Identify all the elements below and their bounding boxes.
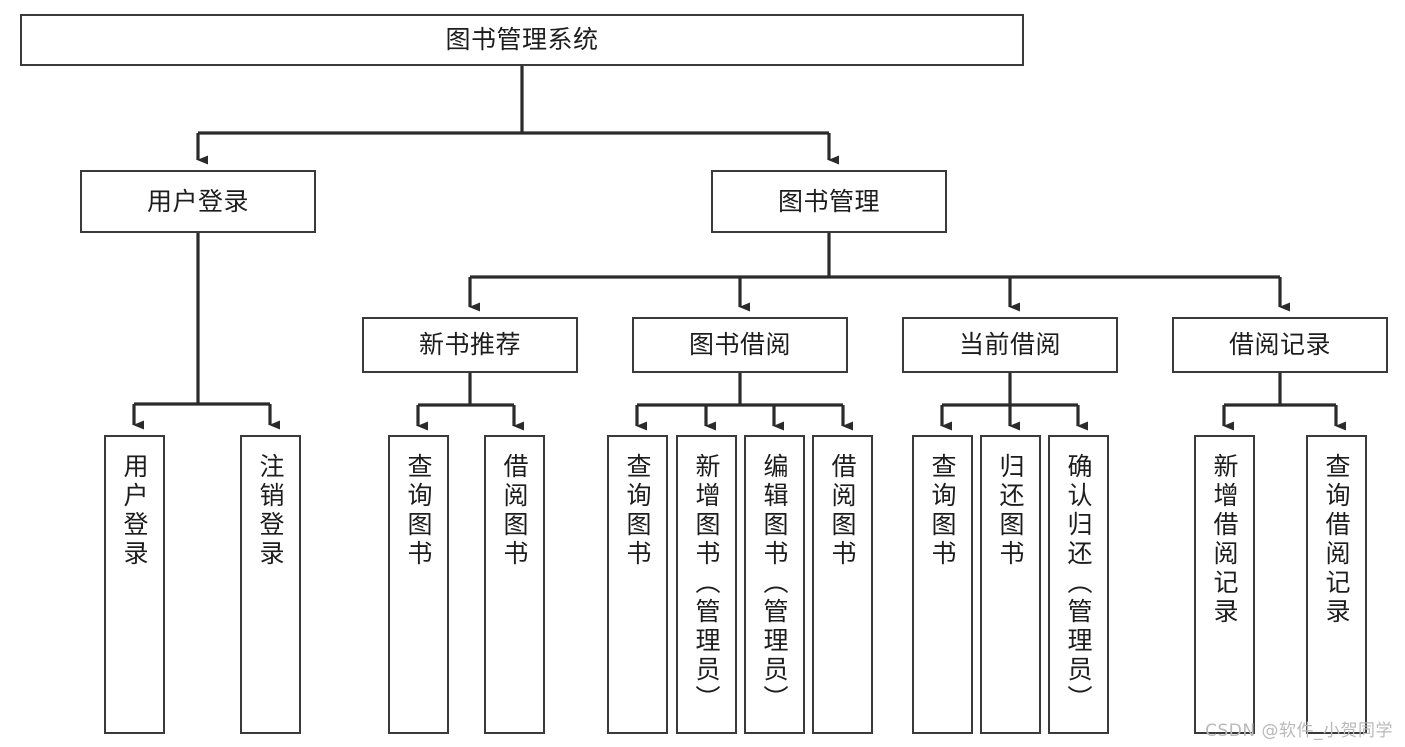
node-label: 用户登录: [146, 186, 249, 216]
node-label: 查询借阅记录: [1322, 453, 1351, 627]
node-label: 归还图书: [996, 453, 1025, 569]
node-user-login[interactable]: 用户登录: [80, 170, 316, 233]
leaf-user-login-login[interactable]: 用户登录: [104, 435, 165, 734]
node-current-borrow[interactable]: 当前借阅: [902, 317, 1118, 373]
leaf-current-borrow-confirm-return[interactable]: 确认归还（管理员）: [1048, 435, 1109, 734]
leaf-new-book-borrow[interactable]: 借阅图书: [484, 435, 545, 734]
node-label: 编辑图书（管理员）: [760, 453, 789, 714]
node-label: 确认归还（管理员）: [1064, 453, 1093, 714]
leaf-current-borrow-query[interactable]: 查询图书: [912, 435, 973, 734]
node-label: 借阅记录: [1228, 330, 1331, 359]
node-root-book-management-system[interactable]: 图书管理系统: [20, 14, 1024, 66]
node-new-book-recommend[interactable]: 新书推荐: [362, 317, 578, 373]
leaf-book-borrow-add[interactable]: 新增图书（管理员）: [676, 435, 737, 734]
leaf-borrow-record-query[interactable]: 查询借阅记录: [1306, 435, 1367, 734]
node-label: 用户登录: [120, 453, 149, 569]
node-label: 查询图书: [928, 453, 957, 569]
node-label: 当前借阅: [958, 330, 1061, 359]
leaf-user-login-logout[interactable]: 注销登录: [240, 435, 301, 734]
node-label: 借阅图书: [828, 453, 857, 569]
node-label: 借阅图书: [500, 453, 529, 569]
node-book-borrow[interactable]: 图书借阅: [632, 317, 848, 373]
node-label: 查询图书: [404, 453, 433, 569]
node-label: 查询图书: [623, 453, 652, 569]
node-borrow-record[interactable]: 借阅记录: [1172, 317, 1388, 373]
leaf-book-borrow-query[interactable]: 查询图书: [607, 435, 668, 734]
leaf-new-book-query[interactable]: 查询图书: [388, 435, 449, 734]
leaf-borrow-record-add[interactable]: 新增借阅记录: [1194, 435, 1255, 734]
node-label: 新增图书（管理员）: [692, 453, 721, 714]
node-label: 注销登录: [256, 453, 285, 569]
node-label: 新增借阅记录: [1210, 453, 1239, 627]
node-book-management[interactable]: 图书管理: [711, 170, 947, 233]
node-label: 图书管理系统: [445, 25, 599, 54]
node-label: 图书管理: [777, 186, 880, 216]
leaf-current-borrow-return[interactable]: 归还图书: [980, 435, 1041, 734]
node-label: 新书推荐: [418, 330, 521, 359]
node-label: 图书借阅: [688, 330, 791, 359]
leaf-book-borrow-borrow[interactable]: 借阅图书: [812, 435, 873, 734]
leaf-book-borrow-edit[interactable]: 编辑图书（管理员）: [744, 435, 805, 734]
csdn-watermark: CSDN @软件_小贺同学: [1205, 721, 1393, 741]
